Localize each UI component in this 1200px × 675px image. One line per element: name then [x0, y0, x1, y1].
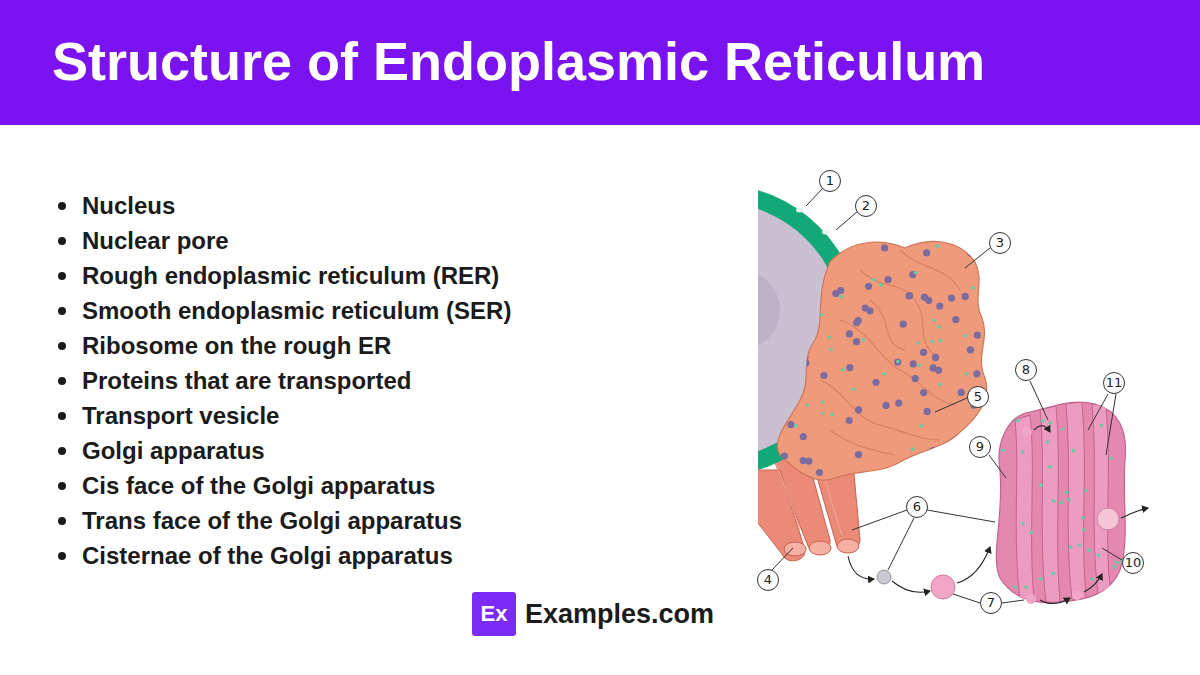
- page-title: Structure of Endoplasmic Reticulum: [52, 28, 985, 94]
- bullet-dot: [58, 272, 66, 280]
- bullet-dot: [58, 342, 66, 350]
- logo-text: Ex: [472, 592, 516, 636]
- bullet-dot: [58, 202, 66, 210]
- list-item: Ribosome on the rough ER: [82, 331, 391, 361]
- callout-number: 3: [989, 232, 1011, 254]
- callout-number: 9: [969, 436, 991, 458]
- list-item: Golgi apparatus: [82, 436, 265, 466]
- callout-number: 5: [967, 386, 989, 408]
- list-item: Cis face of the Golgi apparatus: [82, 471, 435, 501]
- bullet-dot: [58, 552, 66, 560]
- bullet-dot: [58, 517, 66, 525]
- list-item: Cisternae of the Golgi apparatus: [82, 541, 453, 571]
- site-name: Examples.com: [525, 598, 714, 630]
- list-item: Trans face of the Golgi apparatus: [82, 506, 462, 536]
- list-item: Nuclear pore: [82, 226, 229, 256]
- list-item: Smooth endoplasmic reticulum (SER): [82, 296, 511, 326]
- bullet-dot: [58, 237, 66, 245]
- bullet-dot: [58, 447, 66, 455]
- logo-box: Ex: [472, 592, 516, 636]
- callout-number: 11: [1103, 372, 1125, 394]
- callout-number: 4: [757, 569, 779, 591]
- bullet-dot: [58, 307, 66, 315]
- callout-number: 6: [906, 496, 928, 518]
- bullet-dot: [58, 412, 66, 420]
- bullet-dot: [58, 482, 66, 490]
- list-item: Nucleus: [82, 191, 175, 221]
- callout-number: 10: [1122, 552, 1144, 574]
- callout-number: 2: [855, 195, 877, 217]
- callout-number: 7: [980, 592, 1002, 614]
- list-item: Rough endoplasmic reticulum (RER): [82, 261, 499, 291]
- callout-number: 1: [819, 170, 841, 192]
- list-item: Proteins that are transported: [82, 366, 411, 396]
- bullet-dot: [58, 377, 66, 385]
- list-item: Transport vesicle: [82, 401, 279, 431]
- callout-number: 8: [1015, 359, 1037, 381]
